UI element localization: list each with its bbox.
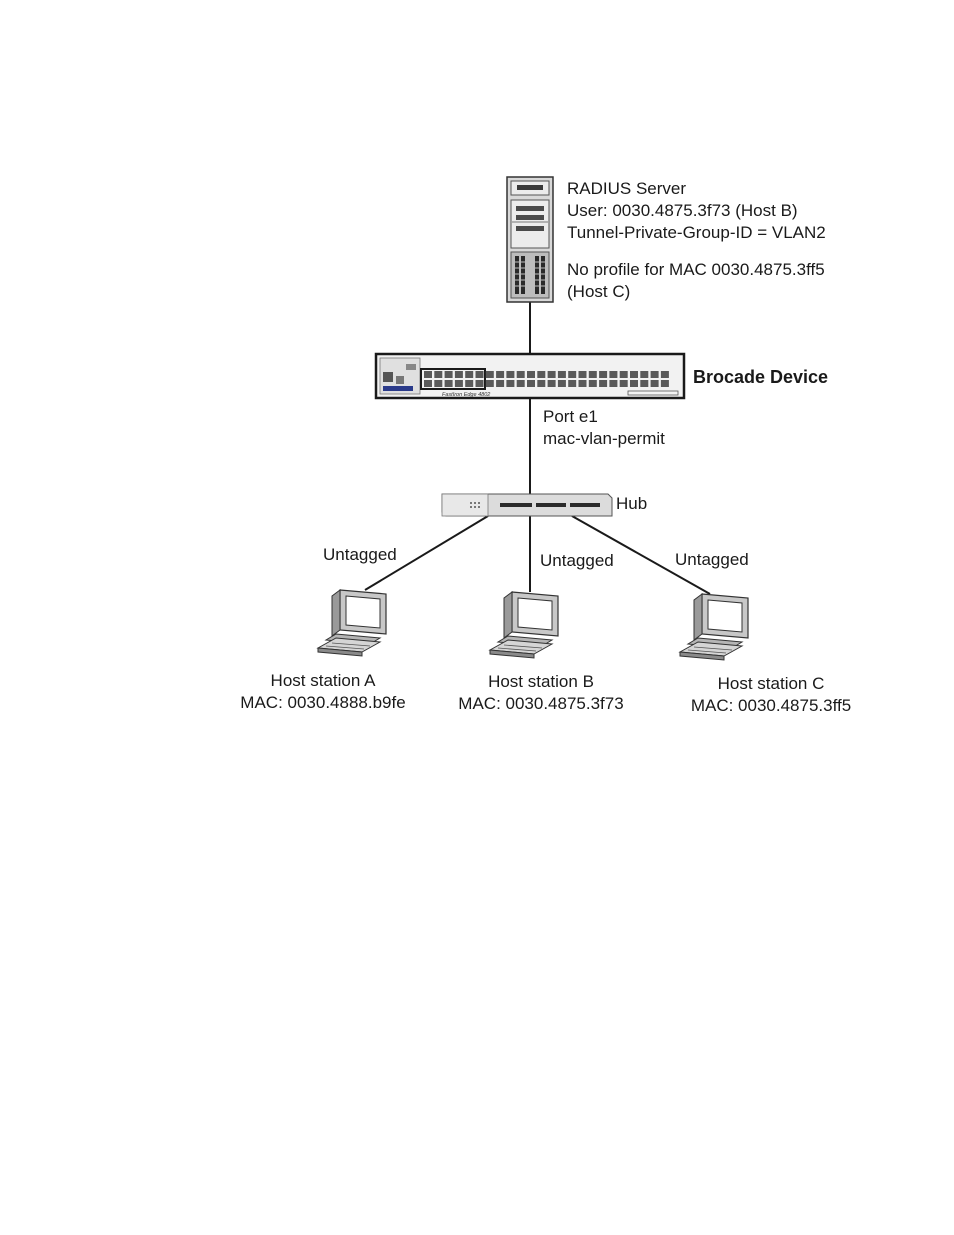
switch-port	[485, 371, 494, 378]
link-b-label: Untagged	[540, 551, 614, 570]
switch-port	[568, 371, 577, 378]
switch-port	[547, 380, 556, 387]
switch-port	[424, 371, 432, 378]
switch-port	[640, 371, 649, 378]
switch-port	[424, 380, 432, 387]
radius-server-title: RADIUS Server	[567, 179, 687, 198]
host-c-mac: MAC: 0030.4875.3ff5	[690, 696, 852, 715]
switch-port	[609, 371, 618, 378]
switch-model-text: FastIron Edge 4802	[442, 392, 490, 398]
switch-port	[588, 371, 597, 378]
host-a-name: Host station A	[270, 671, 376, 690]
switch-port	[609, 380, 618, 387]
switch-port	[537, 371, 546, 378]
switch-icon	[374, 352, 686, 400]
radius-user-line: User: 0030.4875.3f73 (Host B)	[567, 201, 798, 220]
switch-label: Brocade Device	[693, 367, 829, 387]
hub-label: Hub	[616, 494, 648, 513]
switch-port	[660, 371, 669, 378]
link-a-label: Untagged	[323, 545, 397, 564]
switch-port	[475, 380, 484, 387]
switch-port	[599, 371, 608, 378]
switch-port	[630, 380, 638, 387]
switch-port	[557, 380, 566, 387]
switch-port	[568, 380, 577, 387]
host-b-name: Host station B	[488, 672, 594, 691]
switch-port	[578, 380, 587, 387]
switch-port	[630, 371, 638, 378]
switch-port	[527, 380, 535, 387]
host-b-mac: MAC: 0030.4875.3f73	[458, 694, 624, 713]
switch-port	[454, 380, 463, 387]
switch-port	[465, 380, 474, 387]
radius-no-profile-line2: (Host C)	[567, 282, 631, 301]
radius-no-profile-line1: No profile for MAC 0030.4875.3ff5	[567, 260, 825, 279]
switch-port	[454, 371, 463, 378]
hub-host-a-link	[364, 515, 489, 591]
switch-port	[547, 371, 556, 378]
switch-port	[599, 380, 608, 387]
switch-port	[465, 371, 474, 378]
hub-host-c-link	[571, 515, 711, 595]
switch-port	[485, 380, 494, 387]
port-mode: mac-vlan-permit	[543, 429, 665, 448]
switch-port	[588, 380, 597, 387]
switch-port	[619, 380, 628, 387]
host-a-mac: MAC: 0030.4888.b9fe	[240, 693, 406, 712]
switch-port	[516, 371, 525, 378]
switch-port	[578, 371, 587, 378]
switch-port	[660, 380, 669, 387]
host-c-computer-icon	[678, 593, 749, 661]
link-c-label: Untagged	[675, 550, 749, 569]
switch-port	[506, 380, 515, 387]
switch-port	[527, 371, 535, 378]
switch-port	[496, 371, 505, 378]
hub-icon	[441, 493, 613, 517]
port-name: Port e1	[543, 407, 598, 426]
switch-port	[444, 371, 453, 378]
host-a-computer-icon	[316, 589, 387, 657]
radius-tunnel-line: Tunnel-Private-Group-ID = VLAN2	[567, 223, 826, 242]
switch-port	[496, 380, 505, 387]
switch-port	[557, 371, 566, 378]
switch-port	[434, 380, 443, 387]
switch-port	[506, 371, 515, 378]
host-c-name: Host station C	[717, 674, 825, 693]
host-b-computer-icon	[488, 591, 559, 659]
switch-port	[619, 371, 628, 378]
switch-port	[640, 380, 649, 387]
switch-port	[537, 380, 546, 387]
radius-server-icon	[506, 176, 554, 303]
switch-port	[475, 371, 484, 378]
switch-port	[444, 380, 453, 387]
switch-port	[650, 371, 659, 378]
switch-port	[434, 371, 443, 378]
switch-port	[516, 380, 525, 387]
switch-port	[650, 380, 659, 387]
